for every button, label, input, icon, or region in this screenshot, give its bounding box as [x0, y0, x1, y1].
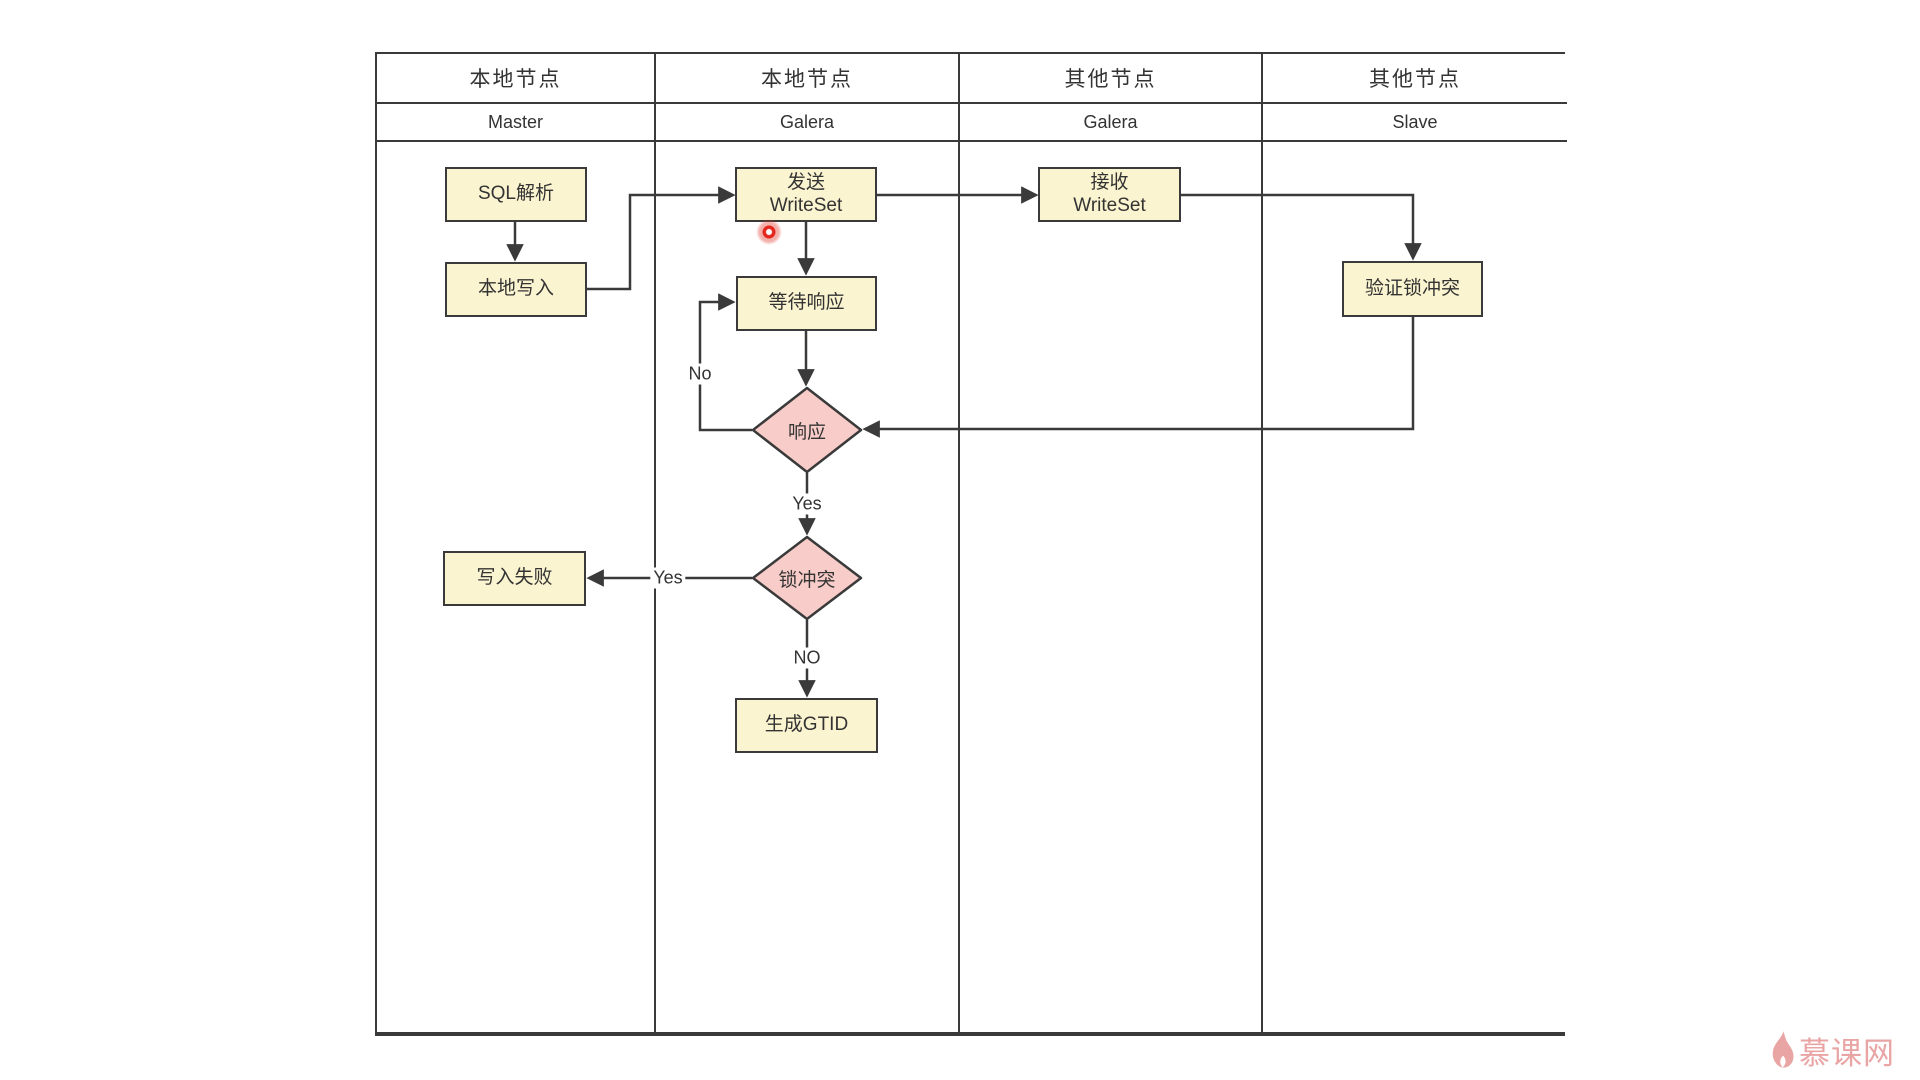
lane2-role-label: Galera	[779, 111, 835, 132]
edge-label-no-response: No	[685, 363, 715, 385]
node-recv-writeset-line1: 接收	[1090, 171, 1129, 193]
decision-response-label: 响应	[787, 421, 826, 443]
lane1-node-type-label: 本地节点	[469, 68, 562, 91]
lane4-node-type-label: 其他节点	[1369, 68, 1461, 91]
imooc-watermark: 慕课网	[1769, 1026, 1895, 1074]
edge-label-yes-response: Yes	[789, 493, 825, 515]
node-recv-writeset-line2: WriteSet	[1073, 194, 1146, 216]
decision-lock-conflict-label-box: 锁冲突	[752, 536, 862, 620]
node-wait-response-label: 等待响应	[768, 292, 845, 314]
node-verify-lock-conflict-label: 验证锁冲突	[1364, 277, 1460, 299]
node-local-write: 本地写入	[445, 262, 587, 317]
node-sql-parse: SQL解析	[445, 167, 587, 222]
lane2-role-header: Galera	[656, 104, 960, 142]
watermark-brand-text: 慕课网	[1799, 1035, 1895, 1071]
node-write-fail-label: 写入失败	[476, 567, 553, 589]
lane1-node-type-header: 本地节点	[377, 54, 656, 104]
decision-lock-conflict-label: 锁冲突	[778, 569, 836, 591]
lane3-role-label: Galera	[1083, 111, 1138, 132]
node-local-write-label: 本地写入	[477, 278, 554, 300]
lane3-body	[960, 142, 1263, 1032]
node-sql-parse-label: SQL解析	[477, 183, 555, 205]
lane1-role-header: Master	[377, 104, 656, 142]
node-send-writeset-line1: 发送	[786, 171, 825, 193]
node-send-writeset-line2: WriteSet	[769, 194, 843, 216]
lane4-role-header: Slave	[1263, 104, 1567, 142]
node-recv-writeset: 接收 WriteSet	[1038, 167, 1181, 222]
lane4-role-label: Slave	[1392, 111, 1438, 132]
lane2-node-type-label: 本地节点	[761, 68, 853, 91]
lane3-node-type-label: 其他节点	[1064, 68, 1157, 91]
lane2-node-type-header: 本地节点	[656, 54, 960, 104]
node-send-writeset: 发送 WriteSet	[735, 167, 877, 222]
decision-response-label-box: 响应	[752, 388, 862, 472]
node-gen-gtid: 生成GTID	[735, 698, 878, 753]
lane1-role-label: Master	[487, 111, 543, 132]
node-write-fail: 写入失败	[443, 551, 586, 606]
lane3-role-header: Galera	[960, 104, 1263, 142]
node-verify-lock-conflict: 验证锁冲突	[1342, 261, 1483, 317]
cursor-highlight-dot	[756, 219, 782, 245]
edge-label-yes-conflict: Yes	[650, 567, 686, 589]
node-gen-gtid-label: 生成GTID	[764, 714, 849, 736]
node-wait-response: 等待响应	[736, 276, 877, 331]
flame-icon	[1772, 1031, 1794, 1068]
edge-label-no-conflict: NO	[790, 647, 824, 669]
lane4-node-type-header: 其他节点	[1263, 54, 1567, 104]
lane3-node-type-header: 其他节点	[960, 54, 1263, 104]
